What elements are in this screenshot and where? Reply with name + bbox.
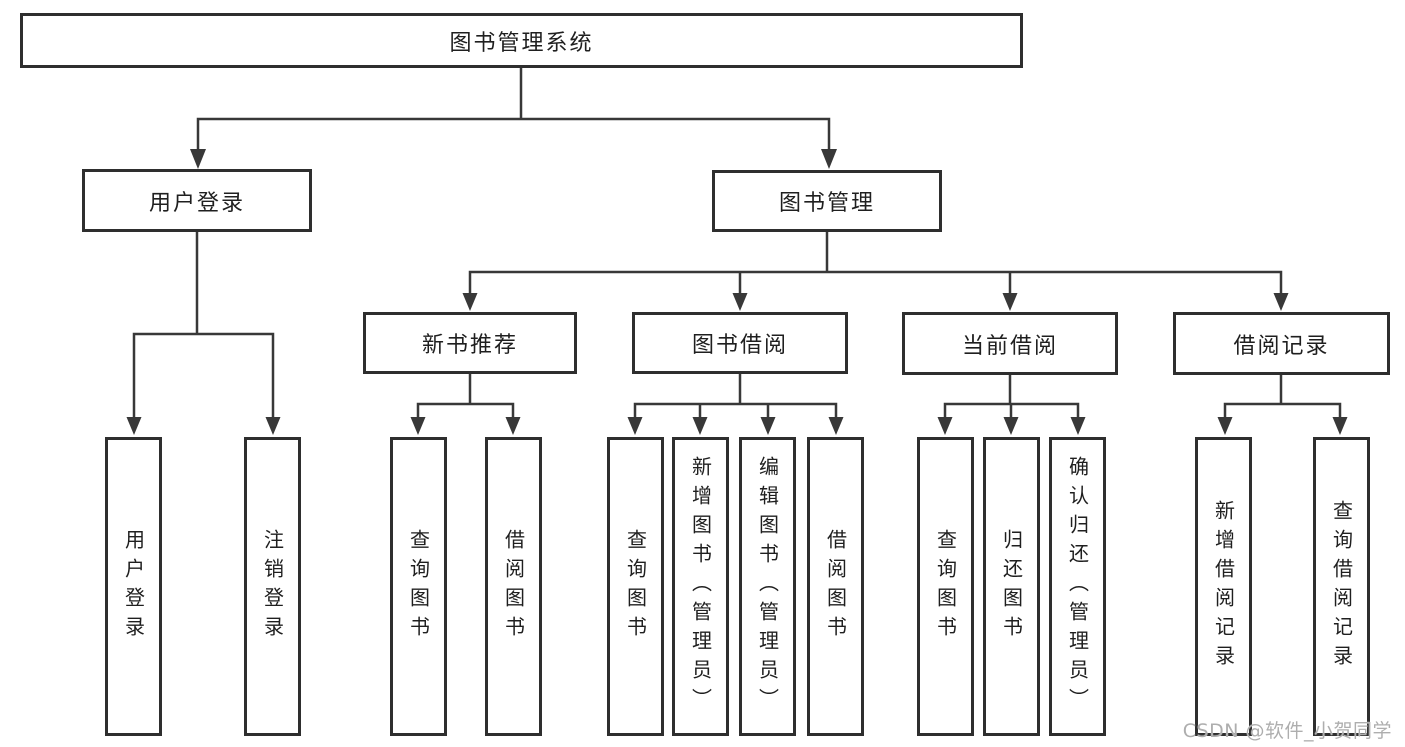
leaf-query-books-borrow: 查询图书 — [607, 437, 664, 736]
leaf-query-borrow-record: 查询借阅记录 — [1313, 437, 1370, 736]
node-current-borrowing: 当前借阅 — [902, 312, 1118, 375]
node-new-book-recommendation: 新书推荐 — [363, 312, 577, 374]
connector-bookborrow-leaves — [633, 372, 838, 421]
node-book-borrowing: 图书借阅 — [632, 312, 848, 374]
leaf-logout: 注销登录 — [244, 437, 301, 736]
arrowheads-level3 — [462, 293, 1289, 311]
arrowheads-leaves — [126, 417, 1348, 435]
leaf-user-login: 用户登录 — [105, 437, 162, 736]
csdn-watermark: CSDN @软件_小贺同学 — [1182, 720, 1392, 742]
leaf-borrow-books-newrec: 借阅图书 — [485, 437, 542, 736]
node-root-system: 图书管理系统 — [20, 13, 1023, 68]
node-borrowing-records: 借阅记录 — [1173, 312, 1390, 375]
connector-newbook-leaves — [416, 372, 515, 421]
connector-currentborrow-leaves — [943, 372, 1080, 421]
connector-root-to-level2 — [196, 66, 831, 152]
connector-bookmgmt-to-level3 — [468, 230, 1283, 297]
leaf-confirm-return-admin: 确认归还（管理员） — [1049, 437, 1106, 736]
leaf-borrow-books: 借阅图书 — [807, 437, 864, 736]
node-book-management: 图书管理 — [712, 170, 942, 232]
leaf-add-borrow-record: 新增借阅记录 — [1195, 437, 1252, 736]
leaf-return-books: 归还图书 — [983, 437, 1040, 736]
leaf-query-books-current: 查询图书 — [917, 437, 974, 736]
leaf-edit-books-admin: 编辑图书（管理员） — [739, 437, 796, 736]
leaf-query-books-newrec: 查询图书 — [390, 437, 447, 736]
node-user-login: 用户登录 — [82, 169, 312, 232]
leaf-add-books-admin: 新增图书（管理员） — [672, 437, 729, 736]
connector-userlogin-leaves — [132, 230, 275, 421]
arrowheads-level2 — [190, 149, 837, 169]
connector-borrowrecord-leaves — [1223, 372, 1342, 421]
